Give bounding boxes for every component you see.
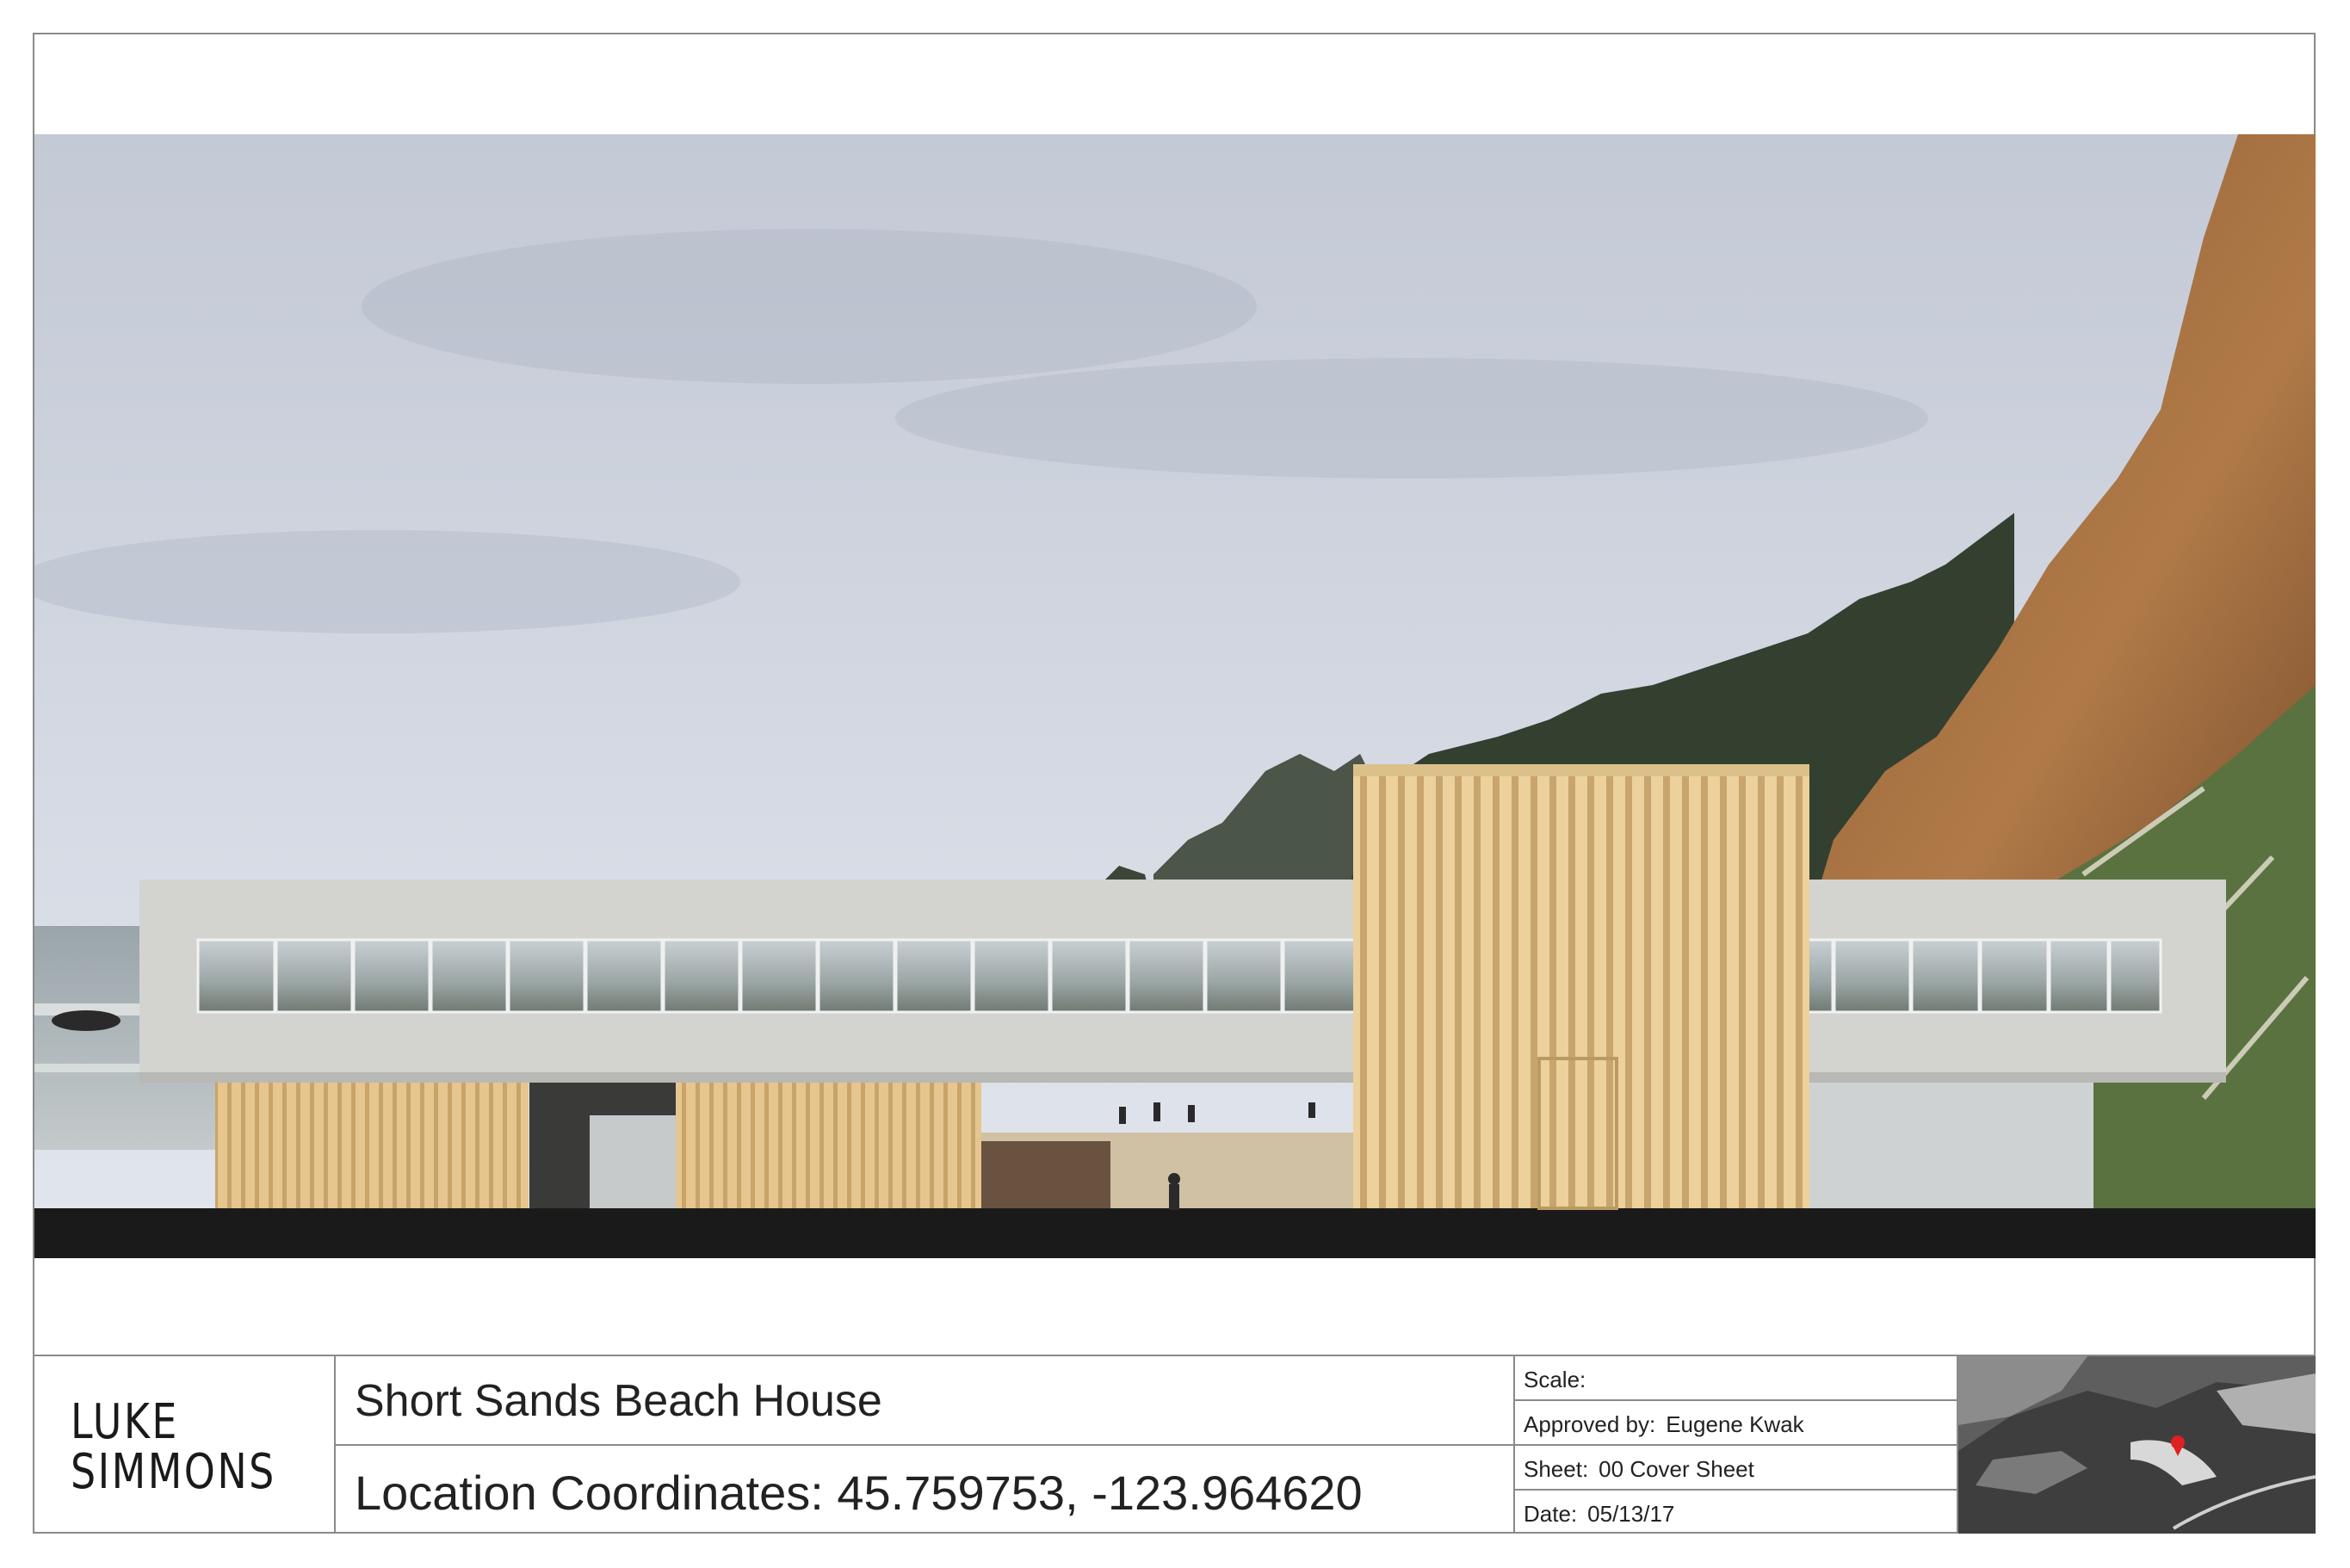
ribbon-window-right xyxy=(1806,938,2162,1014)
logo-line-1: LUKE xyxy=(71,1394,179,1450)
sheet-row: Sheet: 00 Cover Sheet xyxy=(1515,1446,1957,1491)
title-block: LUKE SIMMONS Short Sands Beach House Loc… xyxy=(34,1355,2316,1534)
sheet-label: Sheet: xyxy=(1524,1456,1589,1482)
wood-pier-2 xyxy=(676,1083,981,1208)
lower-block-right xyxy=(1808,1083,2093,1208)
window-mullions-left xyxy=(273,940,1285,1012)
approved-value: Eugene Kwak xyxy=(1666,1411,1804,1437)
headland xyxy=(1153,754,1412,909)
tower-door xyxy=(1537,1057,1618,1210)
location-coordinates: Location Coordinates: 45.759753, -123.96… xyxy=(355,1466,1363,1520)
clouds xyxy=(34,229,1928,633)
ground xyxy=(34,1208,2316,1258)
beach-figures xyxy=(1119,1102,1315,1210)
ribbon-window-left xyxy=(196,938,1370,1014)
firm-logo: LUKE SIMMONS xyxy=(71,1398,276,1497)
project-name: Short Sands Beach House xyxy=(336,1356,1513,1446)
scale-label: Scale: xyxy=(1524,1367,1586,1392)
logo-line-2: SIMMONS xyxy=(71,1444,276,1500)
elevation-rendering xyxy=(34,134,2316,1258)
window-mullions-right xyxy=(1831,940,2112,1012)
wood-pier-1 xyxy=(215,1083,529,1208)
cliff xyxy=(1808,134,2316,960)
aerial-map xyxy=(1958,1356,2316,1534)
date-row: Date: 05/13/17 xyxy=(1515,1491,1957,1535)
date-value: 05/13/17 xyxy=(1587,1501,1675,1527)
sheet-value: 00 Cover Sheet xyxy=(1599,1456,1754,1482)
location-pin-icon xyxy=(2171,1435,2185,1456)
date-label: Date: xyxy=(1524,1501,1578,1527)
approved-label: Approved by: xyxy=(1524,1411,1656,1437)
scale-row: Scale: xyxy=(1515,1356,1957,1401)
title-cell: Short Sands Beach House Location Coordin… xyxy=(336,1356,1515,1534)
slatted-tower xyxy=(1353,764,1809,1208)
approved-row: Approved by: Eugene Kwak xyxy=(1515,1401,1957,1446)
logo-cell: LUKE SIMMONS xyxy=(34,1356,336,1534)
info-cell: Scale: Approved by: Eugene Kwak Sheet: 00 … xyxy=(1515,1356,1958,1534)
